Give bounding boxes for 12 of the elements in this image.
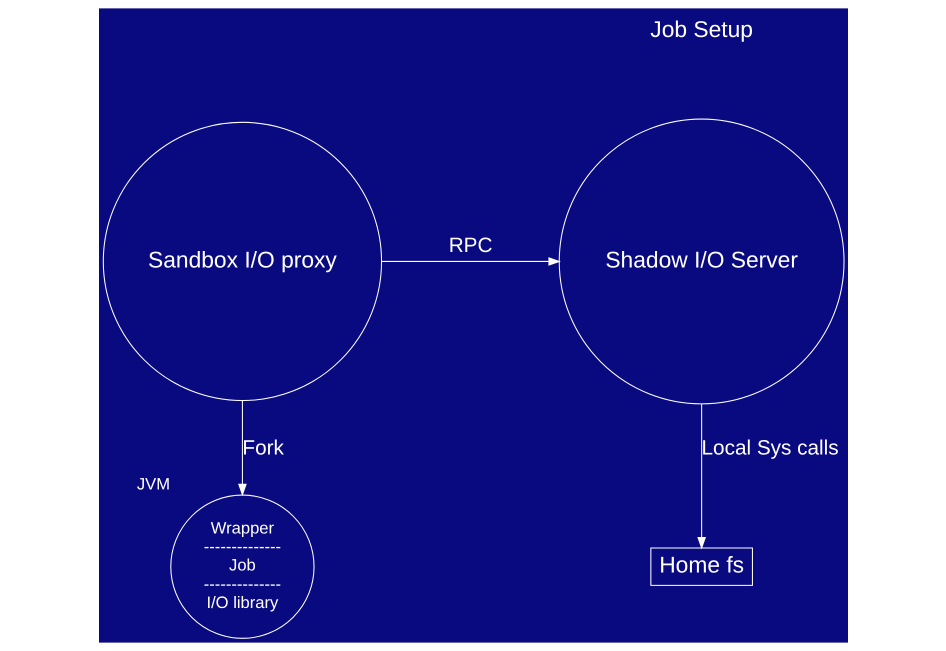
label: Job Setup — [650, 16, 752, 42]
node-circle: Wrapper -------------- Job -------------- I/O library — [170, 494, 314, 639]
node-box: Home fs — [650, 548, 752, 586]
arrow — [381, 257, 560, 266]
arrow — [696, 404, 706, 550]
node-circle: Sandbox I/O proxy — [102, 122, 382, 402]
edge-label: Local Sys calls — [701, 436, 838, 460]
node-label: JVM — [136, 474, 170, 494]
edge-label: RPC — [448, 234, 492, 258]
arrow — [238, 400, 246, 496]
node-circle: Shadow I/O Server — [558, 118, 844, 404]
edge-label: Fork — [242, 436, 284, 460]
